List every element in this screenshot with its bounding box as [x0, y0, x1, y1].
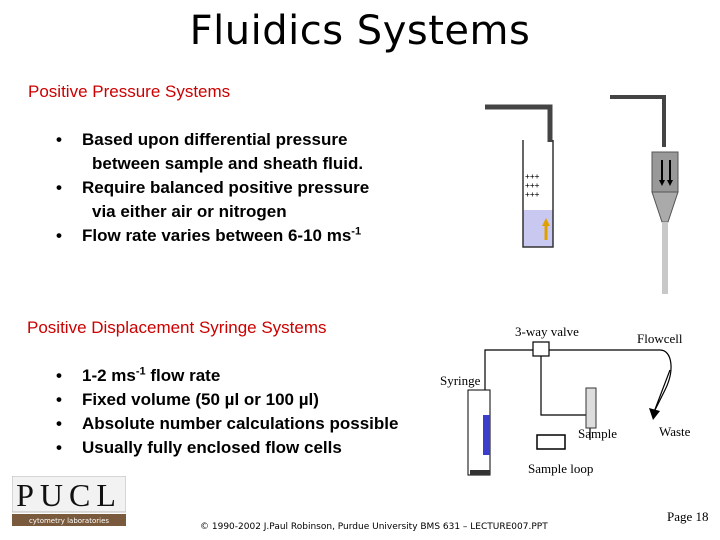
three-way-valve — [532, 341, 550, 357]
arrow-head — [659, 180, 665, 186]
syringe-fluid — [483, 415, 490, 455]
arrow-head — [667, 180, 673, 186]
bullet-text-continued: between sample and sheath fluid. — [92, 154, 364, 173]
bullet-item: Require balanced positive pressure via e… — [56, 176, 369, 224]
sample-fluid — [523, 210, 553, 247]
bullet-item: Flow rate varies between 6-10 ms-1 — [56, 224, 369, 248]
syringe-line — [484, 349, 533, 470]
superscript: -1 — [351, 225, 362, 238]
syringe-label: Syringe — [440, 373, 481, 388]
positive-pressure-heading: Positive Pressure Systems — [28, 82, 231, 101]
waste-line — [653, 369, 671, 413]
sample-loop-box — [536, 434, 566, 450]
sample-tube — [585, 387, 597, 429]
logo-letters: PUCL — [16, 477, 122, 513]
page-number: Page 18 — [667, 509, 709, 524]
positive-pressure-diagram: +++ +++ +++ — [485, 95, 679, 294]
bullet-text: 1-2 ms — [82, 366, 136, 385]
flow-chamber-top — [651, 151, 679, 193]
syringe-plunger — [470, 470, 490, 475]
syringe-system-diagram: 3-way valve Flowcell Syringe Sample Wast… — [440, 324, 691, 476]
positive-displacement-bullets: 1-2 ms-1 flow rate Fixed volume (50 µl o… — [56, 364, 398, 460]
three-way-valve-label: 3-way valve — [515, 324, 579, 339]
sample-loop-label: Sample loop — [528, 461, 593, 476]
bullet-item: Absolute number calculations possible — [56, 412, 398, 436]
bullet-text: Based upon differential pressure — [82, 130, 348, 149]
pressure-symbols: +++ — [525, 190, 540, 199]
arrow-head — [542, 218, 550, 226]
bullet-item: Based upon differential pressure between… — [56, 128, 369, 176]
waste-label: Waste — [659, 424, 691, 439]
waste-arrow-head — [649, 408, 660, 420]
pucl-logo: PUCL cytometry laboratories — [11, 475, 127, 526]
air-line — [485, 104, 553, 142]
positive-displacement-heading: Positive Displacement Syringe Systems — [27, 318, 327, 337]
sample-tube — [522, 140, 554, 248]
flowcell-line — [549, 349, 672, 411]
slide-title: Fluidics Systems — [189, 8, 531, 54]
logo-subtitle: cytometry laboratories — [29, 517, 109, 525]
positive-pressure-bullets: Based upon differential pressure between… — [56, 128, 369, 248]
bullet-text: Require balanced positive pressure — [82, 178, 370, 197]
copyright-footer: © 1990-2002 J.Paul Robinson, Purdue Univ… — [200, 522, 548, 532]
flow-chamber-cone — [651, 191, 679, 223]
bullet-text: flow rate — [145, 366, 221, 385]
sheath-line — [610, 95, 666, 147]
superscript: -1 — [135, 365, 146, 378]
pressure-symbols: +++ — [525, 172, 540, 181]
bullet-text: Flow rate varies between 6-10 ms — [82, 226, 352, 245]
pressure-symbols: +++ — [525, 181, 540, 190]
flow-stream — [662, 222, 668, 294]
logo-graphic: PUCL cytometry laboratories — [11, 475, 127, 526]
bullet-text-continued: via either air or nitrogen — [92, 202, 287, 221]
bullet-item: Usually fully enclosed flow cells — [56, 436, 398, 460]
bullet-item: Fixed volume (50 µl or 100 µl) — [56, 388, 398, 412]
sample-label: Sample — [578, 426, 617, 441]
bullet-item: 1-2 ms-1 flow rate — [56, 364, 398, 388]
flowcell-label: Flowcell — [637, 331, 683, 346]
